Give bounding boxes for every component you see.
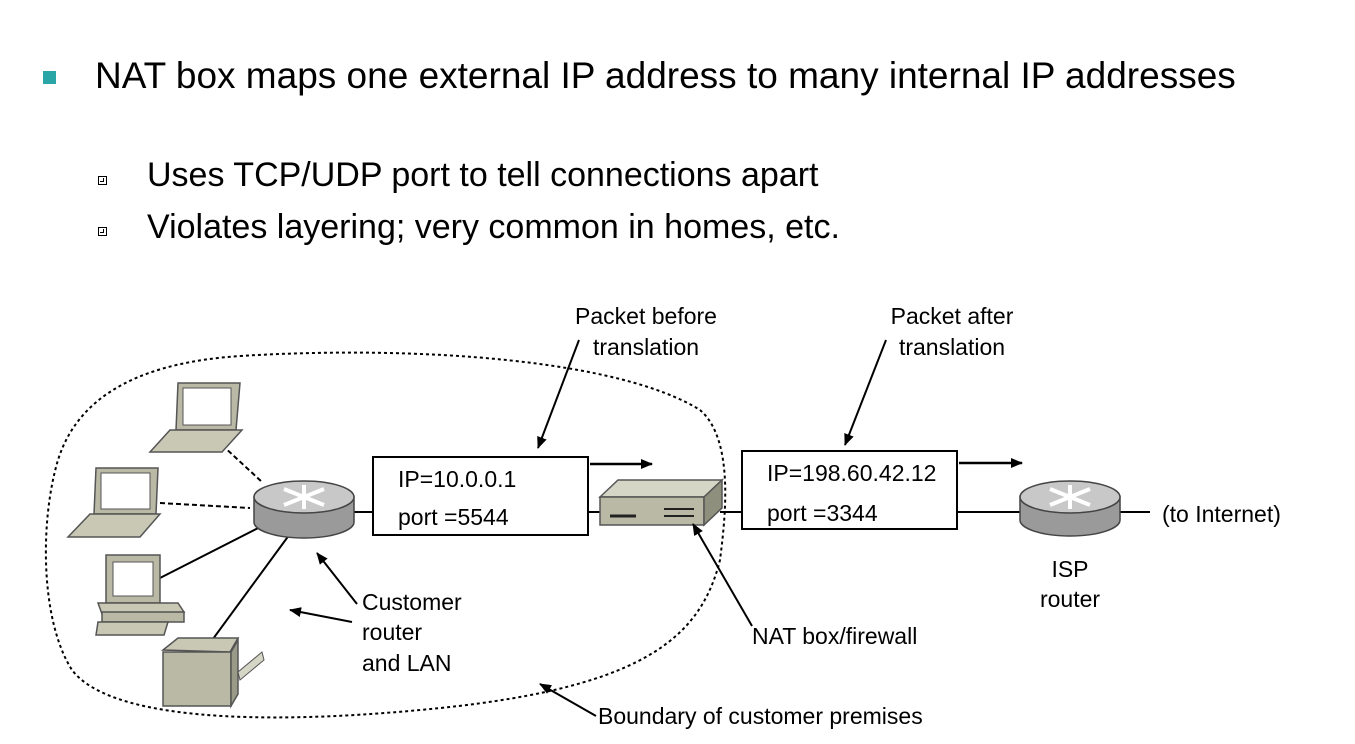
isp-router-icon [1019, 480, 1121, 537]
callout-arrow [289, 607, 353, 623]
callout-arrow [539, 683, 597, 717]
packet-before-box [372, 456, 589, 536]
label-packet-after-1: Packet after [891, 303, 1014, 329]
packet-before-port: port =5544 [398, 504, 509, 530]
bullet-main: NAT box maps one external IP address to … [95, 55, 1236, 96]
packet-after-box [741, 450, 958, 530]
packet-before-ip: IP=10.0.0.1 [398, 466, 516, 492]
label-customer-2: router [362, 619, 422, 645]
label-to-internet: (to Internet) [1162, 501, 1281, 527]
label-customer-1: Customer [362, 589, 462, 615]
label-boundary: Boundary of customer premises [598, 703, 923, 729]
callout-arrow [692, 523, 753, 627]
sub-bullet-1: Uses TCP/UDP port to tell connections ap… [147, 156, 819, 194]
bullet-marker-square [43, 71, 56, 84]
sub-bullet-marker [98, 227, 107, 236]
callout-arrow [316, 552, 358, 605]
desktop-pc-icon [95, 554, 186, 636]
label-packet-before-1: Packet before [575, 303, 717, 329]
customer-router-icon [253, 480, 355, 539]
laptop-icon [66, 467, 162, 538]
packet-after-port: port =3344 [767, 500, 878, 526]
label-nat-box: NAT box/firewall [752, 623, 917, 649]
label-isp-2: router [1040, 586, 1100, 612]
callout-arrow [844, 339, 887, 446]
lan-link [159, 502, 251, 509]
label-packet-after-2: translation [899, 334, 1005, 360]
customer-premises-boundary [44, 351, 727, 719]
callout-arrow [537, 339, 580, 449]
lan-link [221, 444, 263, 483]
laptop-icon [148, 382, 244, 453]
sub-bullet-marker [98, 176, 107, 185]
sub-bullet-2: Violates layering; very common in homes,… [147, 208, 840, 246]
packet-after-ip: IP=198.60.42.12 [767, 460, 936, 486]
lan-link [159, 521, 271, 579]
label-packet-before-2: translation [593, 334, 699, 360]
printer-icon [160, 637, 265, 709]
label-customer-3: and LAN [362, 650, 452, 676]
lan-link [209, 526, 296, 644]
label-isp-1: ISP [1051, 556, 1088, 582]
nat-box-icon [598, 478, 724, 527]
